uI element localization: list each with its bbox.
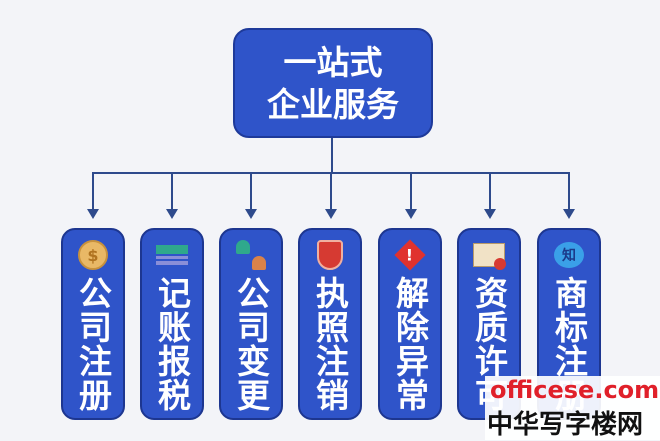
root-title-line-2: 企业服务 — [267, 85, 399, 124]
service-label: 执照注销 — [310, 276, 350, 412]
certificate-icon — [472, 238, 506, 272]
watermark: officese.com 中华写字楼网 — [485, 376, 660, 440]
connector-branch — [410, 173, 412, 211]
connector-branch — [568, 173, 570, 211]
connector-branch — [171, 173, 173, 211]
connector-branch — [330, 173, 332, 211]
connector-branch — [92, 173, 94, 211]
root-node: 一站式 企业服务 — [233, 28, 433, 138]
money-stack-icon — [155, 238, 189, 272]
service-label: 公司变更 — [231, 276, 271, 412]
service-label: 公司注册 — [73, 276, 113, 412]
watermark-name: 中华写字楼网 — [487, 410, 644, 440]
trademark-mark: 知 — [554, 242, 584, 268]
card-1: 记账报税 — [140, 228, 204, 420]
service-label: 记账报税 — [152, 276, 192, 412]
connector-trunk — [331, 138, 333, 173]
exchange-icon — [234, 238, 268, 272]
arrow-down-icon — [484, 209, 496, 219]
card-2: 公司变更 — [219, 228, 283, 420]
arrow-down-icon — [405, 209, 417, 219]
service-label: 解除异常 — [390, 276, 430, 412]
warning-icon: ! — [393, 238, 427, 272]
coin-icon: $ — [76, 238, 110, 272]
card-4: ! 解除异常 — [378, 228, 442, 420]
trademark-icon: 知 — [552, 238, 586, 272]
shield-icon — [313, 238, 347, 272]
root-title-line-1: 一站式 — [283, 43, 383, 82]
arrow-down-icon — [87, 209, 99, 219]
watermark-site: officese.com — [490, 376, 660, 404]
card-3: 执照注销 — [298, 228, 362, 420]
connector-branch — [489, 173, 491, 211]
card-0: $ 公司注册 — [61, 228, 125, 420]
arrow-down-icon — [245, 209, 257, 219]
arrow-down-icon — [166, 209, 178, 219]
arrow-down-icon — [563, 209, 575, 219]
connector-branch — [250, 173, 252, 211]
warning-mark: ! — [406, 245, 414, 265]
arrow-down-icon — [325, 209, 337, 219]
